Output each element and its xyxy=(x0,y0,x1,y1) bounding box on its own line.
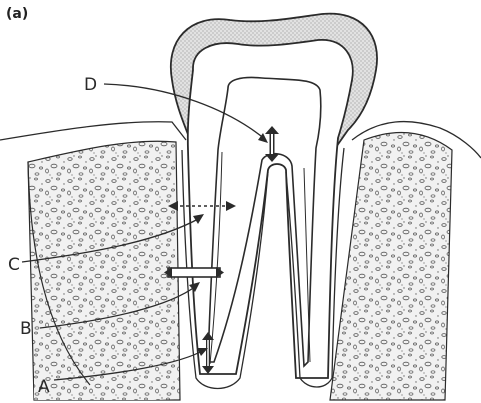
label-a: A xyxy=(38,377,50,397)
gum-outline-left xyxy=(0,122,186,140)
label-b: B xyxy=(20,319,32,339)
pulp-chamber xyxy=(208,77,321,366)
panel-label: (a) xyxy=(6,6,28,22)
label-c: C xyxy=(8,255,20,275)
marker-b xyxy=(164,267,224,278)
label-d: D xyxy=(84,75,97,95)
